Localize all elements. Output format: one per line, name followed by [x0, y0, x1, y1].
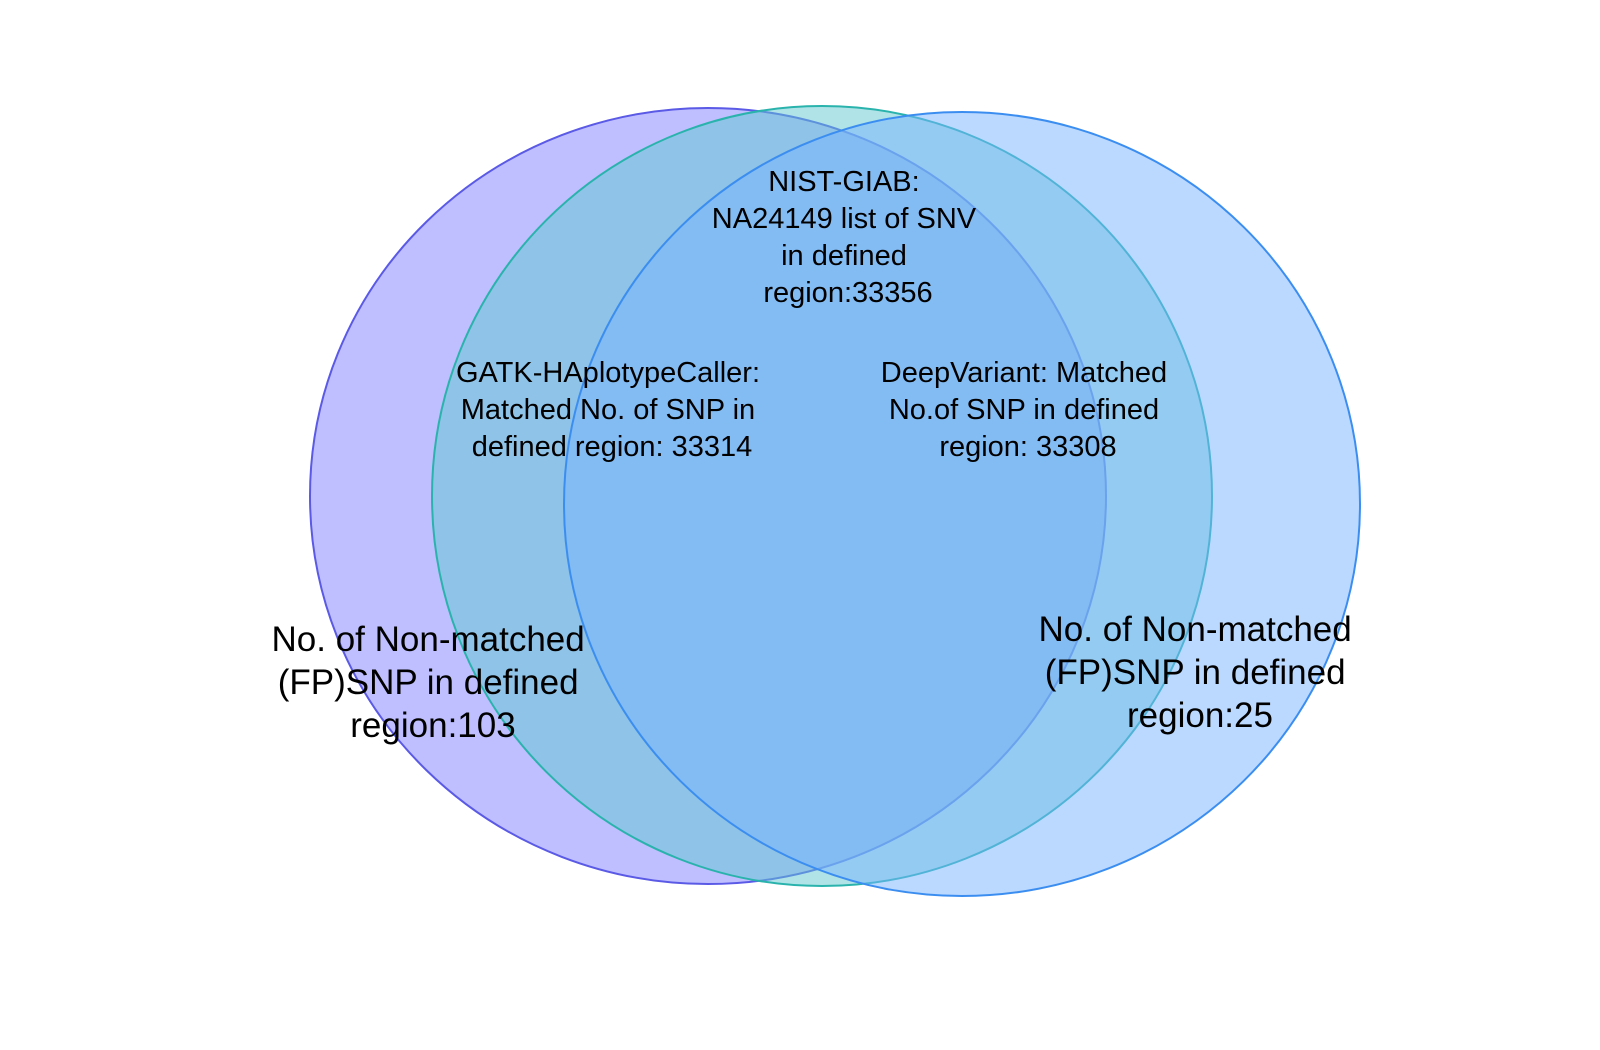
- deepvariant-set-circle: [563, 111, 1361, 897]
- deepvariant-matched-label: DeepVariant: Matched No.of SNP in define…: [881, 357, 1175, 463]
- deepvariant-fp-label: No. of Non-matched (FP)SNP in defined re…: [1039, 610, 1362, 735]
- nist-giab-label: NIST-GIAB: NA24149 list of SNV in define…: [712, 166, 984, 309]
- gatk-matched-label: GATK-HAplotypeCaller: Matched No. of SNP…: [456, 357, 768, 463]
- gatk-fp-label: No. of Non-matched (FP)SNP in defined re…: [272, 620, 595, 745]
